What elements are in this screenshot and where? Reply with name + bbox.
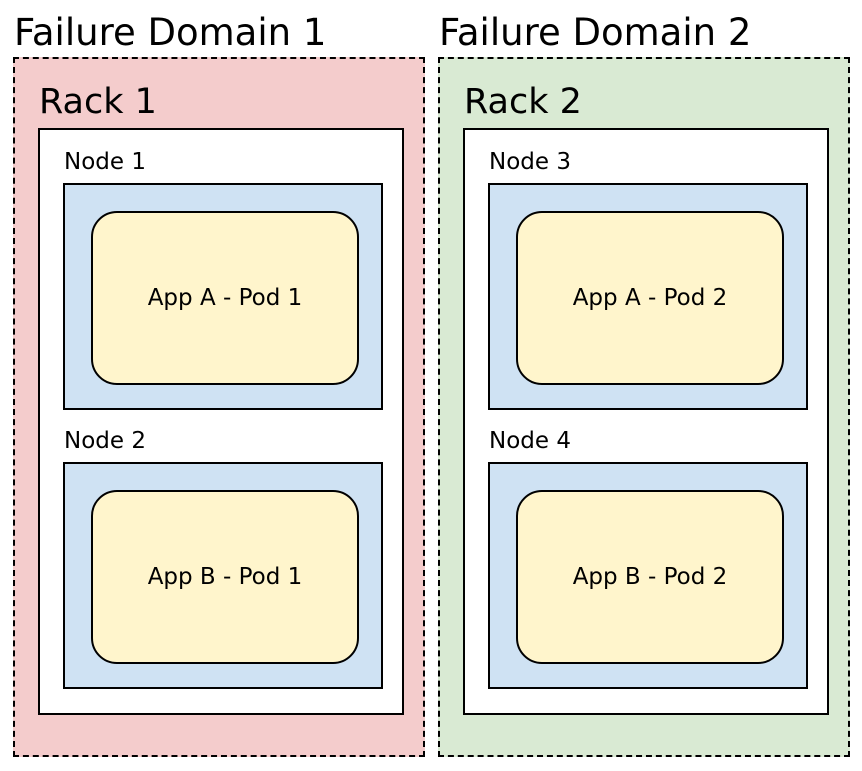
pod-app-b-2-label: App B - Pod 2 — [572, 564, 728, 590]
rack-1-title: Rack 1 — [39, 82, 157, 122]
node-4-label: Node 4 — [489, 428, 571, 454]
pod-app-b-2: App B - Pod 2 — [516, 490, 784, 664]
failure-domain-2-title: Failure Domain 2 — [439, 11, 752, 54]
pod-app-a-2-label: App A - Pod 2 — [572, 285, 728, 311]
node-2: App B - Pod 1 — [63, 462, 383, 689]
node-3: App A - Pod 2 — [488, 183, 808, 410]
node-2-label: Node 2 — [64, 428, 146, 454]
pod-app-a-2: App A - Pod 2 — [516, 211, 784, 385]
node-3-label: Node 3 — [489, 149, 571, 175]
pod-app-b-1: App B - Pod 1 — [91, 490, 359, 664]
pod-app-a-1-label: App A - Pod 1 — [147, 285, 303, 311]
node-1: App A - Pod 1 — [63, 183, 383, 410]
rack-2-title: Rack 2 — [464, 82, 582, 122]
failure-domain-2: Rack 2 Node 3 App A - Pod 2 Node 4 App B… — [438, 57, 850, 757]
node-1-label: Node 1 — [64, 149, 146, 175]
node-4: App B - Pod 2 — [488, 462, 808, 689]
failure-domain-1: Rack 1 Node 1 App A - Pod 1 Node 2 App B… — [13, 57, 425, 757]
pod-app-a-1: App A - Pod 1 — [91, 211, 359, 385]
failure-domain-1-title: Failure Domain 1 — [14, 11, 327, 54]
pod-app-b-1-label: App B - Pod 1 — [147, 564, 303, 590]
rack-2: Node 3 App A - Pod 2 Node 4 App B - Pod … — [463, 128, 829, 715]
rack-1: Node 1 App A - Pod 1 Node 2 App B - Pod … — [38, 128, 404, 715]
